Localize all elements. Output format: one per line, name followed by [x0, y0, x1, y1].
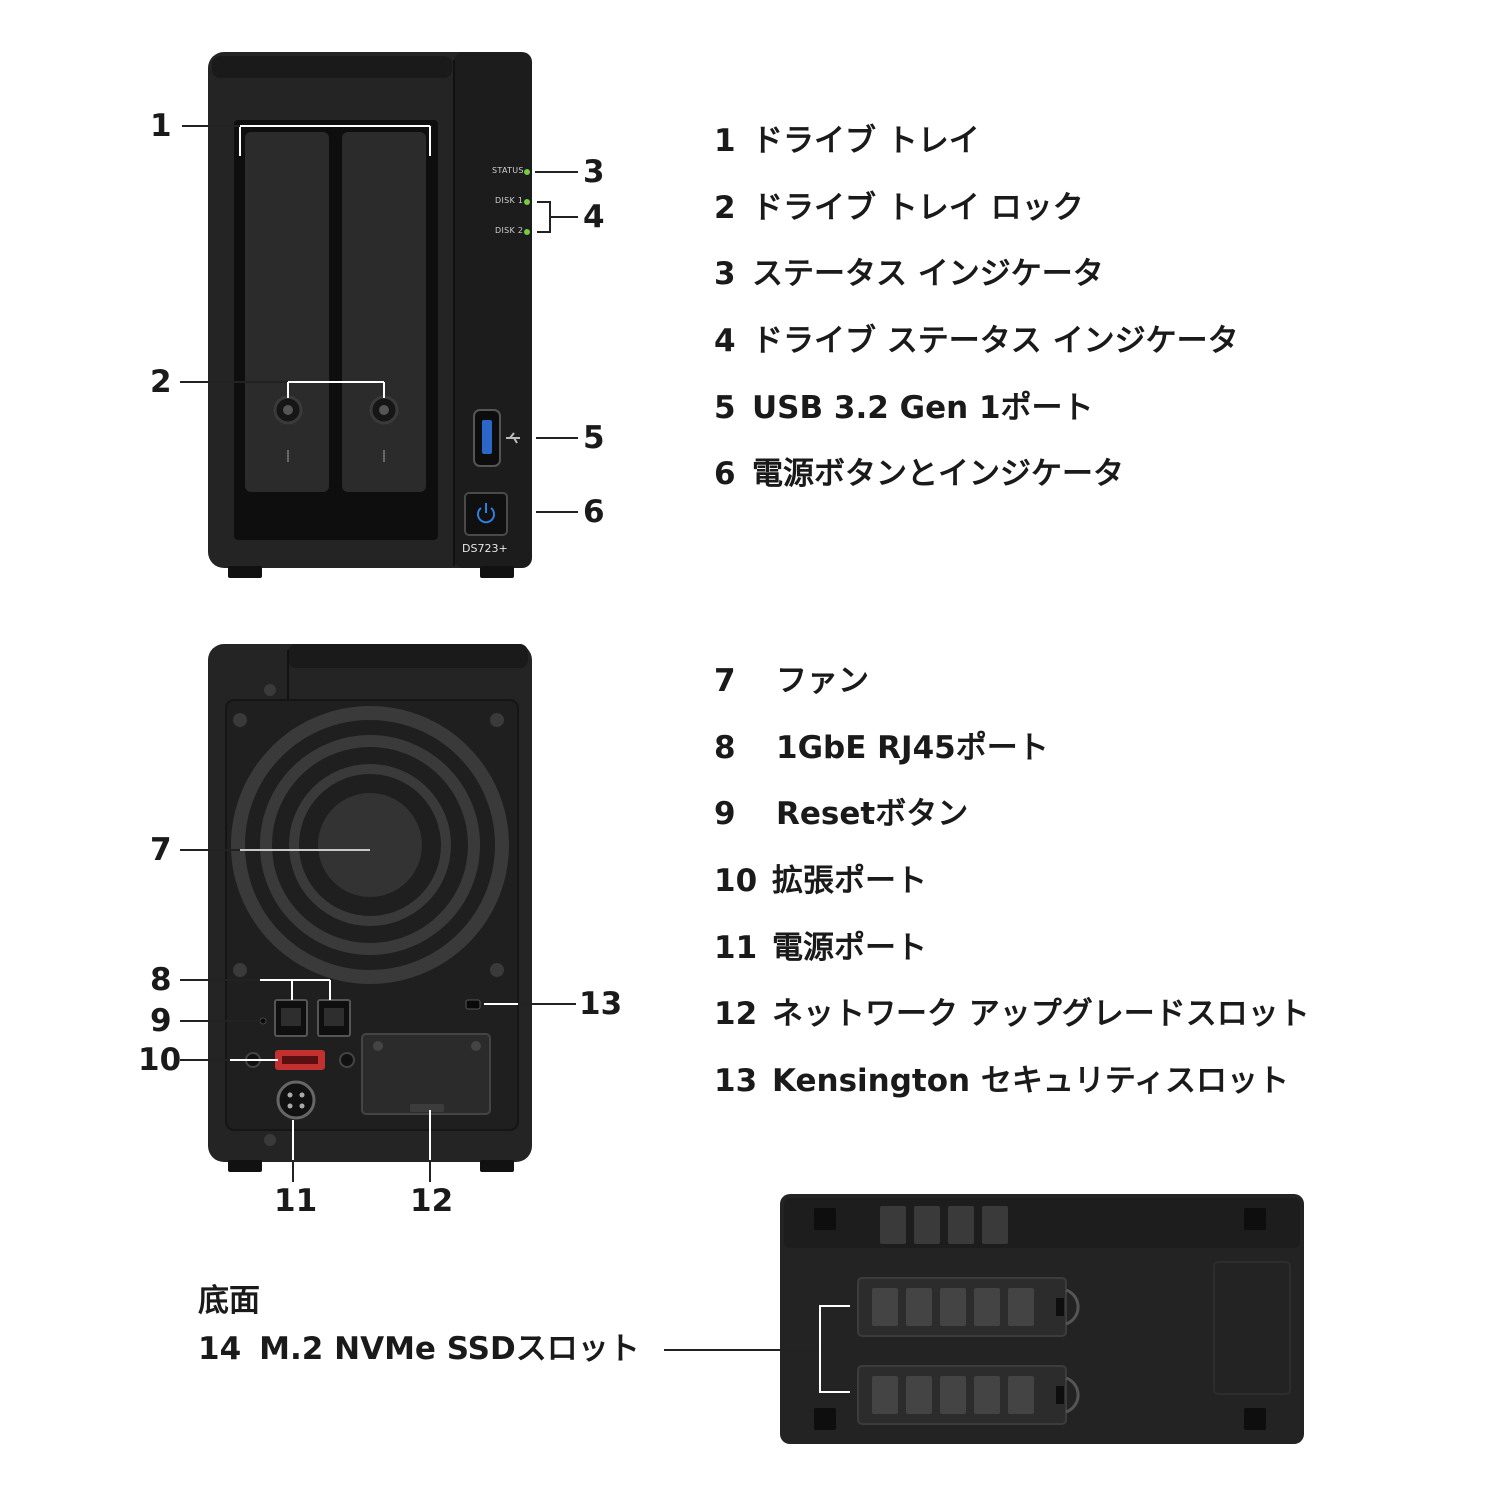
- callout-7: 7: [150, 832, 172, 868]
- callout-2: 2: [150, 364, 172, 400]
- fan-hub: [318, 793, 422, 897]
- model-label: DS723+: [462, 542, 508, 555]
- drive-tray-2: [342, 132, 426, 492]
- callout-10: 10: [138, 1042, 182, 1078]
- callout-8: 8: [150, 962, 172, 998]
- callout-5: 5: [583, 420, 605, 456]
- kensington-slot: [465, 999, 481, 1010]
- status-led-label: STATUS: [492, 166, 524, 175]
- bottom-heading: 底面: [198, 1283, 260, 1319]
- bottom-feature: 14 M.2 NVMe SSDスロット: [198, 1334, 640, 1365]
- callout-4: 4: [583, 199, 605, 235]
- callout-9: 9: [150, 1003, 172, 1039]
- drive-tray-1: [245, 132, 329, 492]
- callout-3: 3: [583, 154, 605, 190]
- callout-1: 1: [150, 108, 172, 144]
- usb-symbol-icon: [506, 432, 520, 444]
- upgrade-slot: [361, 1033, 491, 1115]
- disk1-led: [524, 199, 530, 205]
- status-led: [524, 169, 530, 175]
- bottom-vents: [880, 1206, 1008, 1244]
- callout-12: 12: [410, 1183, 454, 1219]
- fan: [231, 706, 509, 984]
- callout-6: 6: [583, 494, 605, 530]
- power-icon: [477, 503, 495, 524]
- bottom-feature-text: M.2 NVMe SSDスロット: [259, 1331, 640, 1367]
- disk2-led: [524, 229, 530, 235]
- callout-13: 13: [579, 986, 623, 1022]
- power-button: [464, 492, 508, 536]
- callout-11: 11: [274, 1183, 318, 1219]
- disk1-led-label: DISK 1: [495, 196, 524, 205]
- bottom-feature-num: 14: [198, 1331, 242, 1367]
- disk2-led-label: DISK 2: [495, 226, 524, 235]
- power-port: [276, 1080, 316, 1120]
